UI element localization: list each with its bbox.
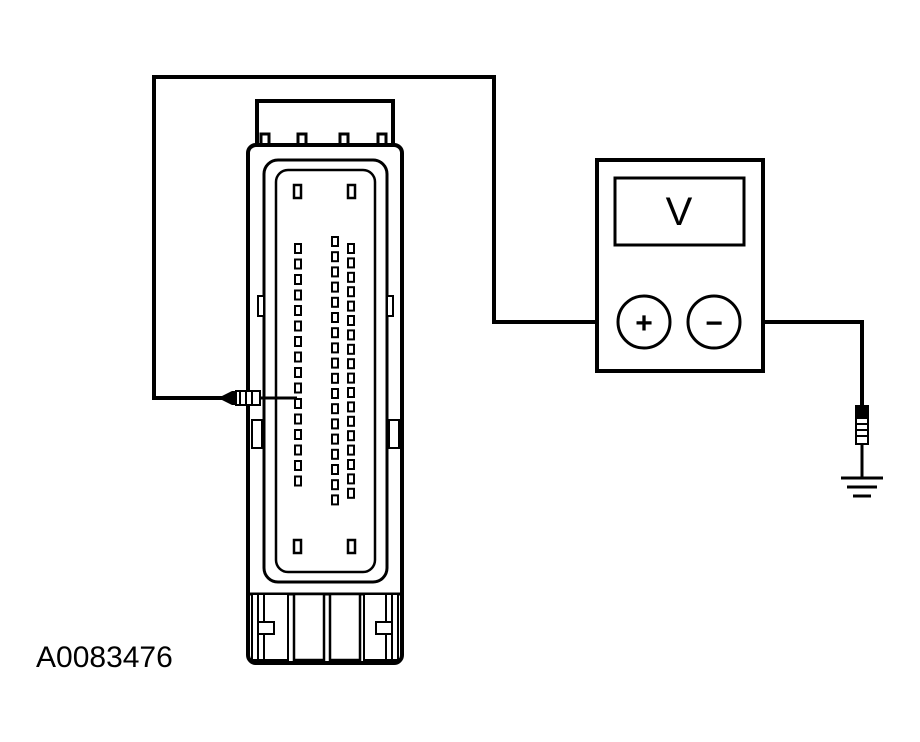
pin-hole — [331, 494, 339, 506]
voltmeter-display — [613, 176, 746, 247]
pin-hole — [294, 398, 302, 409]
pin-hole — [331, 266, 339, 278]
voltmeter-display-symbol: V — [666, 190, 693, 234]
pin-hole — [347, 243, 355, 254]
back-probe — [218, 390, 297, 406]
test-lead-negative-wire — [740, 320, 864, 405]
pin-hole — [294, 305, 302, 316]
connector-pin-field — [262, 158, 389, 584]
pin-hole — [294, 460, 302, 471]
pin-hole — [331, 312, 339, 323]
pin-hole — [331, 342, 339, 354]
voltmeter: V + − — [595, 158, 765, 373]
pin-hole — [347, 329, 355, 341]
pin-hole — [331, 327, 339, 339]
figure-id-label: A0083476 — [36, 641, 173, 674]
pin-hole — [294, 351, 302, 363]
pin-hole — [347, 271, 355, 283]
pin-hole — [294, 429, 302, 440]
pin-hole — [294, 367, 302, 378]
pin-hole — [331, 433, 339, 445]
pin-hole — [294, 475, 302, 487]
pin-hole — [347, 300, 355, 312]
positive-terminal — [616, 294, 672, 350]
pin-hole — [294, 289, 302, 301]
ground-symbol-icon — [841, 476, 883, 498]
pin-hole — [347, 358, 355, 370]
pin-hole — [331, 281, 339, 293]
pin-hole — [331, 479, 339, 491]
pin-hole — [331, 403, 339, 415]
negative-terminal — [686, 294, 742, 350]
pin-hole — [347, 372, 355, 384]
pin-hole — [294, 258, 302, 270]
ground-clip — [855, 405, 869, 478]
pin-hole — [294, 243, 302, 254]
pin-hole — [331, 251, 339, 263]
pin-hole — [347, 444, 355, 456]
pin-hole — [331, 372, 339, 384]
pin-hole — [331, 388, 339, 399]
pin-hole — [347, 401, 355, 413]
pin-hole — [347, 257, 355, 269]
pin-hole — [347, 473, 355, 485]
pin-hole — [331, 418, 339, 430]
pin-hole — [347, 343, 355, 355]
test-lead-positive-wire — [152, 75, 620, 400]
pin-hole — [294, 444, 302, 456]
pin-hole — [294, 382, 302, 394]
pin-hole — [347, 286, 355, 298]
connector-top-latch — [255, 99, 395, 146]
pin-hole — [331, 296, 339, 308]
negative-terminal-label: − — [705, 307, 723, 340]
pin-hole — [294, 274, 302, 285]
pin-hole — [347, 487, 355, 499]
pin-hole — [294, 336, 302, 347]
pin-hole — [294, 320, 302, 332]
pin-hole — [347, 387, 355, 398]
pin-hole — [331, 236, 339, 247]
pin-hole — [347, 430, 355, 442]
pin-hole — [347, 415, 355, 427]
pin-hole — [347, 459, 355, 470]
connector-bottom-slots — [251, 592, 399, 662]
module-connector — [246, 99, 404, 665]
pin-hole — [331, 448, 339, 460]
connector-pins — [294, 236, 355, 506]
pin-hole — [331, 464, 339, 475]
pin-hole — [347, 315, 355, 326]
positive-terminal-label: + — [635, 307, 653, 340]
pin-hole — [294, 413, 302, 425]
pin-hole — [331, 357, 339, 369]
